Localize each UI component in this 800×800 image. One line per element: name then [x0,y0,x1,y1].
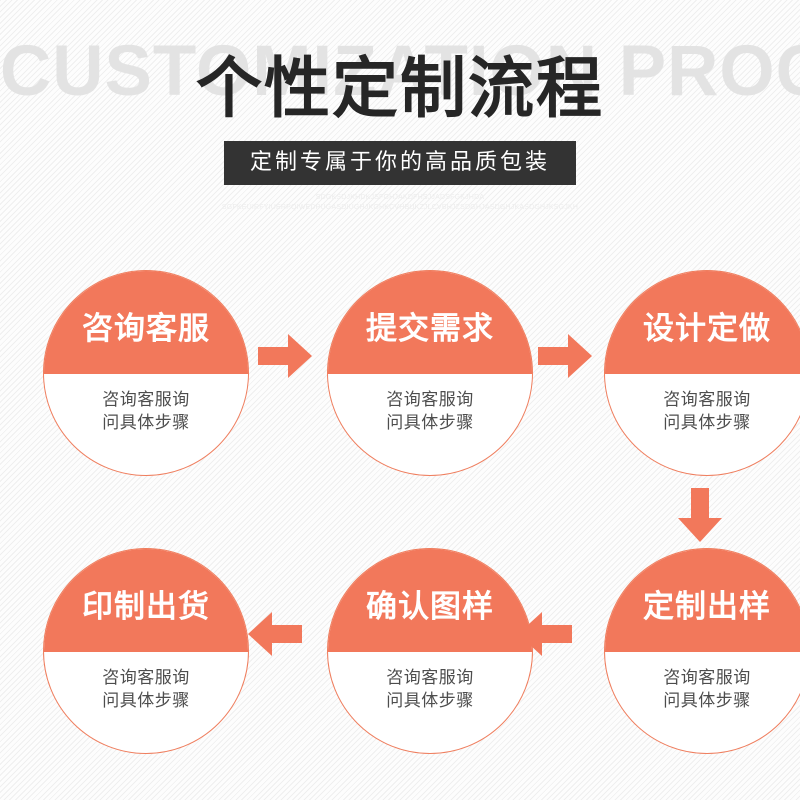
arrow-left-icon-step5-to-step6 [248,612,302,656]
flow-step-4-header: 定制出样 [605,549,800,652]
flow-step-4-description: 咨询客服询 问具体步骤 [645,667,769,713]
flow-step-2-description: 咨询客服询 问具体步骤 [368,389,492,435]
flow-step-4-description-line-2: 问具体步骤 [663,690,751,710]
flow-step-3-body: 咨询客服询 问具体步骤 [605,375,800,475]
flow-step-3-title: 设计定做 [643,310,771,346]
flow-step-5-body: 咨询客服询 问具体步骤 [328,653,532,753]
flow-step-5-description-line-2: 问具体步骤 [386,690,474,710]
flow-step-5-header: 确认图样 [328,549,532,652]
flow-step-2-title: 提交需求 [366,310,494,346]
poster-header: CUSTOMIZATION PROCESS 个性定制流程 定制专属于你的高品质包… [0,0,800,240]
subtitle-banner: 定制专属于你的高品质包装 [223,141,577,186]
arrow-left-icon-step4-to-step5 [518,612,572,656]
arrow-down-icon-step3-to-step4 [678,488,722,542]
arrow-right-icon-step1-to-step2 [258,334,312,378]
flow-step-6-description-line-1: 咨询客服询 [102,668,190,687]
flow-step-4-body: 咨询客服询 问具体步骤 [605,653,800,753]
flow-step-1-description: 咨询客服询 问具体步骤 [84,389,208,435]
decorative-fineprint: SDGKSDJKHDKJSFGHJAKDFHSJJADSFGKJHDA SGFK… [0,193,800,213]
flow-step-6-title: 印制出货 [82,588,210,624]
flow-step-1-header: 咨询客服 [44,271,248,374]
flow-step-2-header: 提交需求 [328,271,532,374]
subtitle-text: 定制专属于你的高品质包装 [249,149,551,174]
fineprint-line-1: SDGKSDJKHDKJSFGHJAKDFHSJJADSFGKJHDA [315,194,485,201]
flow-step-6-description: 咨询客服询 问具体步骤 [84,667,208,713]
arrow-right-icon-step2-to-step3 [538,334,592,378]
flow-step-6[interactable]: 印制出货 咨询客服询 问具体步骤 [43,548,249,754]
flow-step-5[interactable]: 确认图样 咨询客服询 问具体步骤 [327,548,533,754]
flow-step-6-body: 咨询客服询 问具体步骤 [44,653,248,753]
flow-step-4-description-line-1: 咨询客服询 [663,668,751,687]
flow-step-5-title: 确认图样 [366,588,494,624]
fineprint-line-2: SGFKEUIRFYIUERPQIWEDPUGASDIUGHJKGHKCVHBU… [221,204,579,212]
flow-step-2[interactable]: 提交需求 咨询客服询 问具体步骤 [327,270,533,476]
flow-step-1-title: 咨询客服 [82,310,210,346]
page-title: 个性定制流程 [196,51,604,125]
flow-step-1-description-line-1: 咨询客服询 [102,390,190,409]
flow-step-6-description-line-2: 问具体步骤 [102,690,190,710]
flow-step-2-body: 咨询客服询 问具体步骤 [328,375,532,475]
flow-step-5-description-line-1: 咨询客服询 [386,668,474,687]
flow-step-2-description-line-2: 问具体步骤 [386,412,474,432]
flow-step-3[interactable]: 设计定做 咨询客服询 问具体步骤 [604,270,800,476]
flow-step-3-description: 咨询客服询 问具体步骤 [645,389,769,435]
flow-step-3-description-line-2: 问具体步骤 [663,412,751,432]
flow-step-6-header: 印制出货 [44,549,248,652]
flow-step-4[interactable]: 定制出样 咨询客服询 问具体步骤 [604,548,800,754]
flow-step-1[interactable]: 咨询客服 咨询客服询 问具体步骤 [43,270,249,476]
flow-step-3-description-line-1: 咨询客服询 [663,390,751,409]
flow-step-1-description-line-2: 问具体步骤 [102,412,190,432]
flow-step-5-description: 咨询客服询 问具体步骤 [368,667,492,713]
background-watermark-text: CUSTOMIZATION PROCESS [0,32,800,111]
flow-step-1-body: 咨询客服询 问具体步骤 [44,375,248,475]
flow-step-3-header: 设计定做 [605,271,800,374]
flow-step-2-description-line-1: 咨询客服询 [386,390,474,409]
flow-step-4-title: 定制出样 [643,588,771,624]
